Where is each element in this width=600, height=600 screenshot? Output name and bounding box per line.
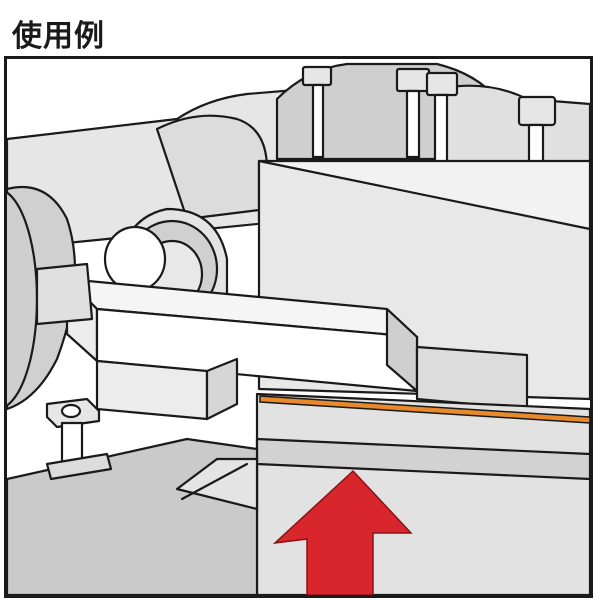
illustration-frame [4, 56, 593, 598]
top-bolts [301, 65, 557, 193]
lever-stub [35, 262, 239, 421]
clamp-bar [65, 277, 529, 411]
turret-right [435, 84, 590, 171]
arrow-up-right-icon [272, 469, 413, 595]
base-block [7, 392, 590, 595]
caption-label: 使用例 [12, 19, 105, 54]
machine-illustration [7, 62, 590, 595]
bottom-bolt [45, 397, 113, 481]
shim-strip-icon [259, 395, 590, 424]
